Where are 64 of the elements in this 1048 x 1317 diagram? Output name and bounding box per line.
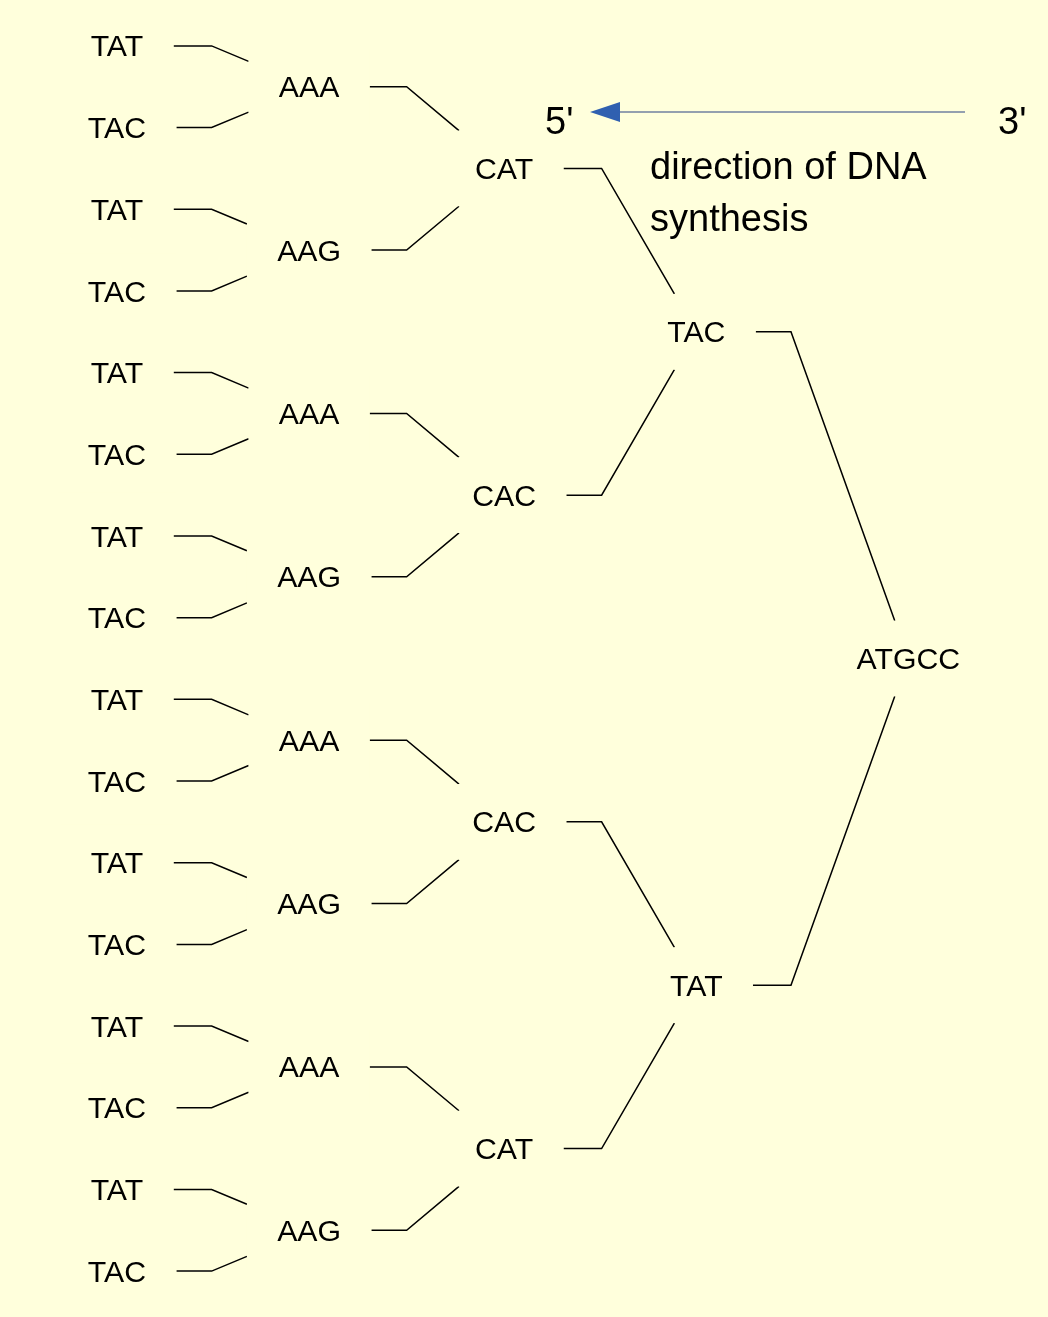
connector [368, 85, 460, 132]
connector [172, 371, 250, 389]
node-text: TAT [669, 968, 723, 1002]
connector [175, 275, 248, 292]
node-text: ATGCC [856, 641, 961, 676]
node-text: AAA [278, 396, 340, 431]
node-text: CAC [472, 478, 537, 512]
node-text: TAC [87, 437, 147, 471]
connector [172, 1188, 248, 1205]
connector [172, 1025, 250, 1043]
connector [370, 858, 460, 905]
node-text: TAC [87, 601, 147, 635]
connector [175, 928, 248, 946]
node-text: TAT [90, 29, 144, 63]
node-text: TAC [87, 1254, 147, 1288]
connector [175, 764, 250, 782]
connector [175, 111, 250, 129]
connector [172, 208, 248, 225]
node-text: TAC [667, 315, 726, 349]
connector [172, 535, 248, 552]
connector [175, 1255, 248, 1272]
node-text: TAT [90, 1172, 144, 1207]
node-text: TAC [87, 274, 147, 308]
connector [172, 45, 250, 63]
connector [172, 698, 250, 716]
connector [562, 1022, 676, 1150]
node-text: TAC [87, 110, 147, 145]
connector [175, 438, 250, 456]
node-text: CAT [474, 151, 534, 186]
strand-end-label: 5' [545, 100, 574, 143]
connector [562, 167, 676, 295]
node-text: AAA [278, 723, 340, 757]
node-text: CAC [472, 805, 537, 839]
strand-end-label: 3' [998, 100, 1027, 143]
node-text: TAT [90, 355, 144, 390]
node-text: AAG [277, 886, 342, 921]
connector [752, 695, 896, 986]
connector [175, 1091, 250, 1109]
connector [565, 368, 676, 496]
node-text: TAT [90, 1009, 144, 1043]
connector [368, 412, 460, 459]
node-text: TAT [90, 682, 144, 716]
connector [370, 1185, 460, 1232]
caption-text: direction of DNA synthesis [650, 144, 927, 241]
connector [370, 205, 460, 251]
node-text: TAC [87, 927, 147, 962]
connector [172, 861, 248, 879]
node-text: AAA [278, 70, 340, 104]
node-text: TAC [87, 1091, 147, 1125]
node-text: AAA [278, 1050, 340, 1084]
node-text: TAT [90, 192, 144, 226]
node-text: TAC [87, 764, 147, 798]
connector [370, 532, 460, 578]
connector [368, 739, 460, 785]
node-text: CAT [474, 1131, 534, 1166]
node-text: AAG [277, 233, 342, 267]
node-text: TAT [90, 519, 144, 553]
node-text: AAG [277, 560, 342, 594]
connector [565, 821, 676, 949]
connector [368, 1066, 460, 1112]
connector [754, 331, 896, 622]
node-text: TAT [90, 846, 144, 880]
connector [175, 602, 248, 619]
node-text: AAG [277, 1213, 342, 1247]
